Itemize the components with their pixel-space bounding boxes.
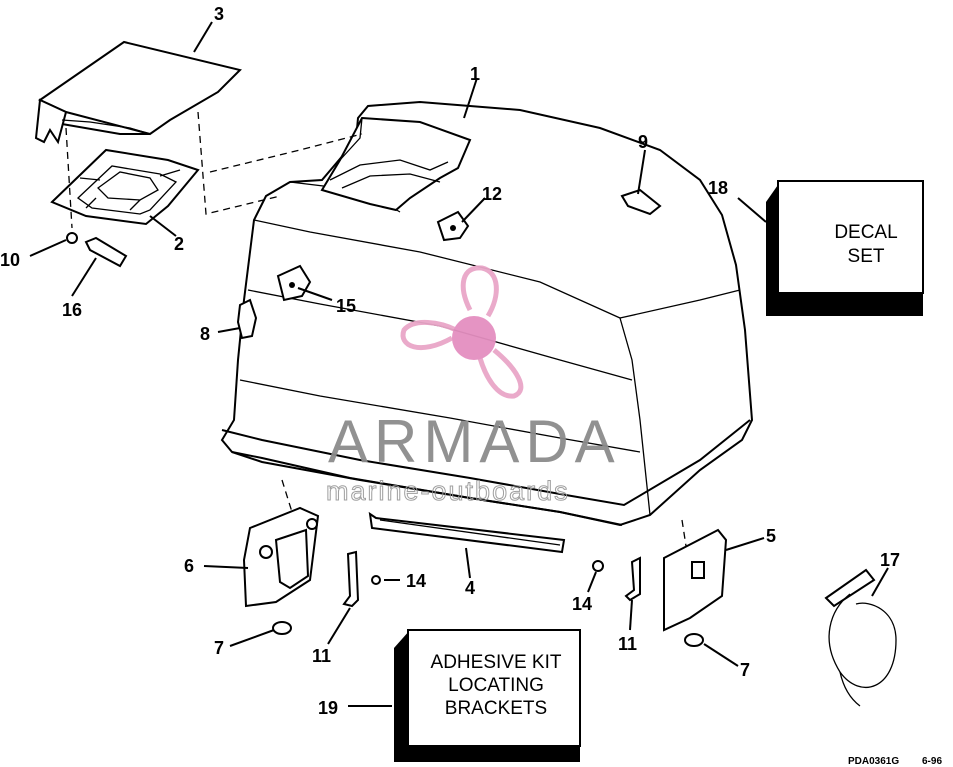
adhesive-box-text: ADHESIVE KIT LOCATING BRACKETS <box>431 652 562 719</box>
screw-part-14-left <box>371 575 381 585</box>
part-labels: 1 2 3 4 5 6 7 7 8 9 10 11 11 12 14 14 15… <box>0 4 900 718</box>
watermark-brand: ARMADA <box>328 408 621 475</box>
seal-strip-part-16 <box>84 236 128 268</box>
part-label-18: 18 <box>708 178 728 198</box>
adhesive-box-line-3: BRACKETS <box>445 698 547 719</box>
part-label-4: 4 <box>465 578 475 598</box>
footer-code: PDA0361G <box>848 756 899 767</box>
watermark-tagline: marine-outboards <box>326 476 570 506</box>
part-label-7-left: 7 <box>214 638 224 658</box>
part-label-11-right: 11 <box>618 634 637 654</box>
part-label-2: 2 <box>174 234 184 254</box>
part-label-16: 16 <box>62 300 82 320</box>
screw-part-14-right <box>592 560 604 572</box>
adhesive-kit-box <box>394 629 581 762</box>
grommet-part-7-right <box>684 633 704 647</box>
alignment-dashes <box>65 111 687 547</box>
part-label-10: 10 <box>0 250 20 270</box>
decal-box-line-2: SET <box>848 246 885 267</box>
propeller-blade-top <box>460 265 499 318</box>
part-label-8: 8 <box>200 324 210 344</box>
part-label-6: 6 <box>184 556 194 576</box>
footer-date: 6-96 <box>922 756 942 767</box>
leader-lines <box>29 21 889 707</box>
part-label-12: 12 <box>482 184 502 204</box>
part-label-11-left: 11 <box>312 646 331 666</box>
part-label-3: 3 <box>214 4 224 24</box>
part-label-15: 15 <box>336 296 356 316</box>
decal-box-text: DECAL SET <box>834 222 897 267</box>
bracket-part-6 <box>242 506 320 608</box>
part-label-5: 5 <box>766 526 776 546</box>
grille-part <box>50 148 200 226</box>
intake-cover-part <box>34 40 242 145</box>
plate-part-5 <box>663 528 728 632</box>
adhesive-box-line-1: ADHESIVE KIT <box>431 652 562 673</box>
part-label-1: 1 <box>470 64 480 84</box>
cable-part-17 <box>824 568 897 707</box>
watermark: ARMADA marine-outboards <box>326 265 621 507</box>
decal-set-box <box>766 180 924 316</box>
part-label-17: 17 <box>880 550 900 570</box>
bracket-part-11-right <box>624 556 641 602</box>
propeller-hub <box>452 316 496 360</box>
grommet-part-7-left <box>272 621 292 635</box>
rail-part-4 <box>368 511 566 554</box>
part-label-14-left: 14 <box>406 571 426 591</box>
part-label-7-right: 7 <box>740 660 750 680</box>
part-label-14-right: 14 <box>572 594 592 614</box>
footer: PDA0361G 6-96 <box>848 756 942 767</box>
bracket-part-11-left <box>342 550 360 608</box>
decal-box-line-1: DECAL <box>834 222 897 243</box>
propeller-blade-left <box>400 320 458 350</box>
screw-part-10 <box>66 232 78 244</box>
propeller-logo-icon <box>400 265 524 399</box>
adhesive-box-line-2: LOCATING <box>448 675 544 696</box>
part-label-19: 19 <box>318 698 338 718</box>
propeller-blade-right <box>477 348 524 399</box>
part-label-9: 9 <box>638 132 648 152</box>
